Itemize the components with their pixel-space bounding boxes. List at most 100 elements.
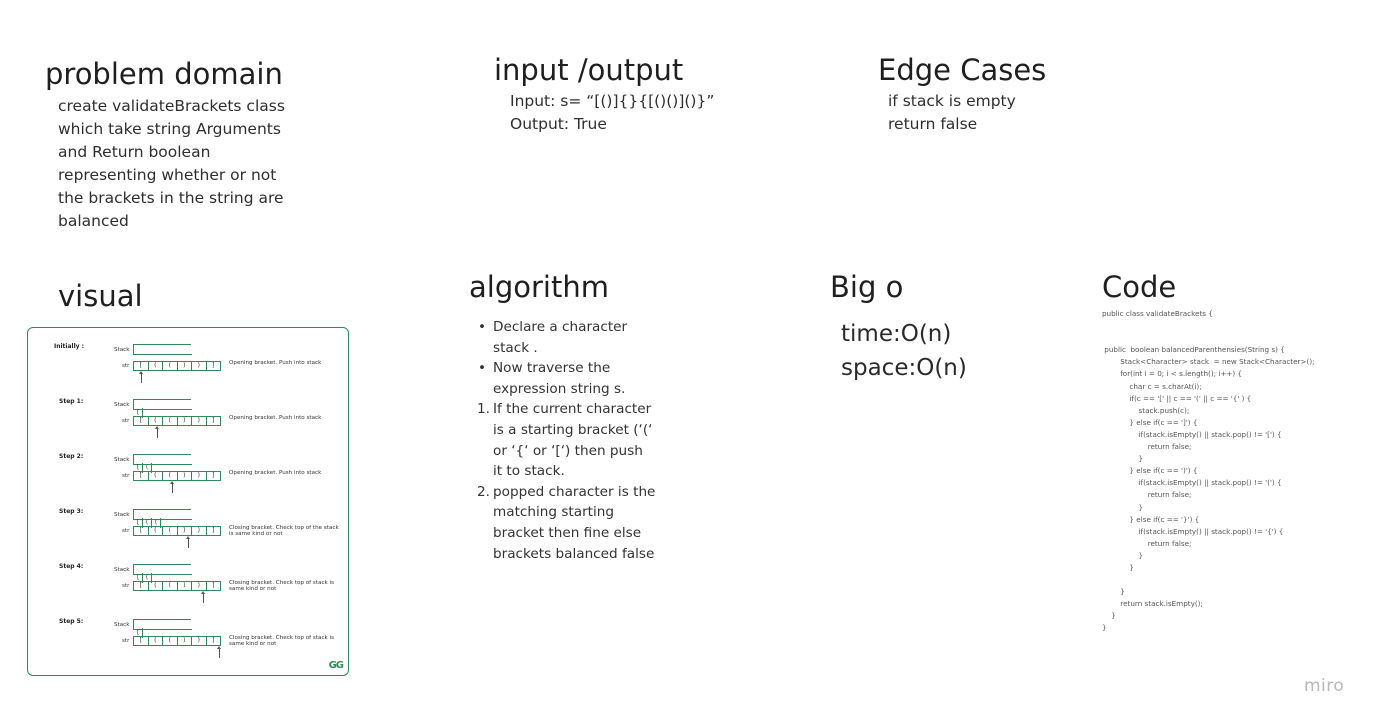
big-o-time: time:O(n): [841, 321, 952, 347]
step-label: Step 1:: [59, 398, 84, 405]
step-label: Step 4:: [59, 563, 84, 570]
string-cell: ): [176, 526, 192, 536]
string-cell: ): [176, 636, 192, 646]
algorithm-body: •Declare a character stack . •Now traver…: [476, 317, 656, 564]
stack-label: Stack: [114, 347, 130, 353]
stack-cell: (: [143, 518, 152, 528]
algorithm-steps: 1.If the current character is a starting…: [476, 399, 656, 564]
problem-line: balanced: [58, 212, 129, 230]
step-note: Closing bracket. Check top of the stack …: [229, 525, 339, 538]
step-note: Opening bracket. Push into stack: [229, 470, 322, 476]
string-cell: (: [162, 581, 178, 591]
stack-cell: (: [143, 463, 152, 473]
problem-line: the brackets in the string are: [58, 189, 284, 207]
stack-cell: [: [134, 463, 143, 473]
step-note: Opening bracket. Push into stack: [229, 415, 322, 421]
step-note: Opening bracket. Push into stack: [229, 360, 322, 366]
problem-domain-text: create validateBrackets class which take…: [58, 95, 298, 233]
str-label: str: [122, 638, 130, 644]
string-cell: [: [133, 471, 149, 481]
pointer-arrow-icon: [185, 536, 190, 548]
stack-cell: [: [134, 518, 143, 528]
string-cells: [(())]: [133, 526, 221, 536]
string-cells: [(())]: [133, 471, 221, 481]
problem-line: which take string Arguments: [58, 120, 281, 138]
string-cell: (: [147, 526, 163, 536]
algorithm-bullet: •Declare a character stack .: [478, 319, 628, 356]
stack-box: [((: [133, 509, 192, 528]
io-output: Output: True: [510, 115, 607, 133]
pointer-arrow-icon: [170, 481, 174, 493]
stack-cell: [: [134, 573, 143, 583]
string-cell: ): [191, 361, 207, 371]
edge-cases-title: Edge Cases: [878, 53, 1047, 87]
step-label: Initially :: [54, 343, 85, 350]
string-cell: ]: [205, 471, 221, 481]
string-cell: (: [162, 416, 178, 426]
string-cell: ): [191, 471, 207, 481]
string-cell: [: [133, 636, 149, 646]
string-cell: (: [162, 471, 178, 481]
string-cell: (: [162, 636, 178, 646]
edge-line: return false: [888, 115, 978, 133]
code-block[interactable]: public class validateBrackets { public b…: [1102, 309, 1315, 633]
miro-logo-icon: miro: [1304, 676, 1345, 696]
algorithm-bullets: •Declare a character stack . •Now traver…: [476, 317, 656, 399]
algorithm-step: 1.If the current character is a starting…: [477, 401, 653, 480]
pointer-arrow-icon: [201, 591, 205, 603]
string-cell: ): [176, 416, 192, 426]
stack-top-line: [133, 564, 191, 565]
string-cells: [(())]: [133, 361, 221, 371]
string-cell: [: [133, 361, 149, 371]
stack-label: Stack: [114, 512, 130, 518]
stack-box: [: [133, 399, 192, 418]
stack-cell: [: [134, 408, 143, 418]
string-cells: [(())]: [133, 636, 221, 646]
stack-cell: (: [152, 518, 161, 528]
big-o-space: space:O(n): [841, 355, 967, 381]
problem-line: and Return boolean: [58, 143, 211, 161]
string-cell: (: [162, 361, 178, 371]
code-title: Code: [1102, 270, 1177, 304]
stack-cell: (: [143, 573, 152, 583]
string-cell: ]: [205, 526, 221, 536]
step-label: Step 2:: [59, 453, 84, 460]
string-cell: ]: [205, 361, 221, 371]
step-note: Closing bracket. Check top of stack is s…: [229, 635, 335, 648]
string-cell: [: [133, 526, 149, 536]
stack-label: Stack: [114, 567, 130, 573]
string-cell: [: [133, 416, 149, 426]
string-cells: [(())]: [133, 581, 221, 591]
string-cell: [: [133, 581, 149, 591]
problem-domain-title: problem domain: [45, 57, 283, 91]
string-cell: (: [162, 526, 178, 536]
str-label: str: [122, 363, 130, 369]
problem-line: representing whether or not: [58, 166, 277, 184]
string-cell: (: [147, 471, 163, 481]
io-input: Input: s= “[()]{}{[()()]()}”: [510, 92, 715, 110]
string-cell: ): [191, 526, 207, 536]
string-cell: ): [191, 581, 207, 591]
stack-box: [133, 344, 192, 355]
stack-top-line: [133, 509, 191, 510]
stack-box: [: [133, 619, 192, 638]
pointer-arrow-icon: [216, 646, 221, 658]
string-cell: ]: [205, 581, 221, 591]
string-cell: ]: [205, 416, 221, 426]
string-cell: (: [147, 416, 163, 426]
stack-cell: [: [134, 628, 143, 638]
gfg-logo-icon: GG: [328, 660, 344, 671]
string-cell: ): [176, 471, 192, 481]
string-cell: ): [191, 636, 207, 646]
step-note: Closing bracket. Check top of stack is s…: [229, 580, 335, 593]
io-text: Input: s= “[()]{}{[()()]()}” Output: Tru…: [510, 90, 714, 136]
string-cell: ): [191, 416, 207, 426]
string-cell: (: [147, 581, 163, 591]
str-label: str: [122, 473, 130, 479]
step-label: Step 3:: [59, 508, 84, 515]
string-cell: (: [147, 636, 163, 646]
stack-label: Stack: [114, 622, 130, 628]
str-label: str: [122, 418, 130, 424]
algorithm-bullet: •Now traverse the expression string s.: [478, 360, 626, 397]
